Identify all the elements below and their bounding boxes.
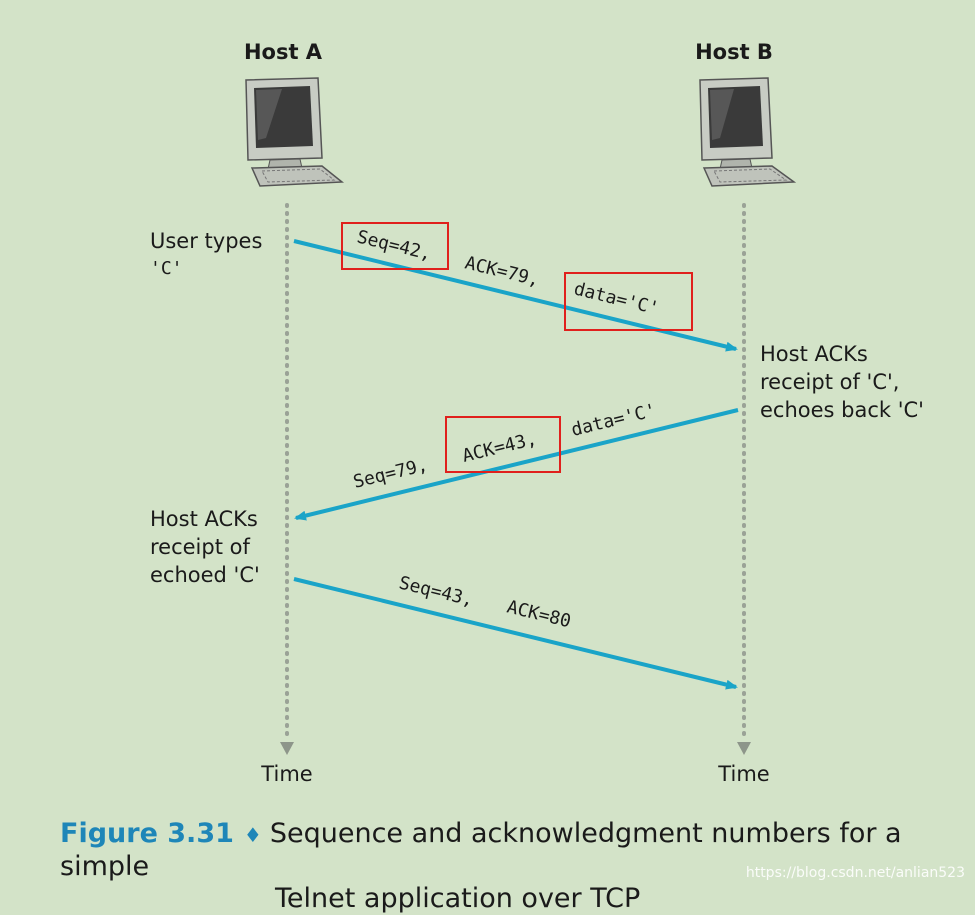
note-user-types-line-2: 'C'	[150, 258, 183, 279]
sequence-diagram: Seq=42, ACK=79, data='C' Seq=79, ACK=43,…	[245, 77, 797, 755]
note-host-a-acks-line-1: Host ACKs	[150, 507, 258, 531]
message-2-arrow	[294, 408, 739, 521]
note-host-a-acks-line-3: echoed 'C'	[150, 563, 260, 587]
host-b-title: Host B	[695, 40, 773, 64]
host-a-time-arrow	[280, 742, 294, 755]
message-3-arrow	[293, 577, 738, 690]
highlight-box-ack-43	[445, 416, 561, 473]
diamond-icon: ♦	[243, 823, 262, 847]
caption-line-2: Telnet application over TCP	[275, 883, 641, 914]
watermark: https://blog.csdn.net/anlian523	[745, 865, 965, 881]
note-host-b-acks-line-1: Host ACKs	[760, 342, 868, 366]
host-b-time-arrow	[737, 742, 751, 755]
host-a-time-label: Time	[261, 762, 313, 786]
highlight-box-seq-42	[341, 222, 449, 270]
caption-line-1: Sequence and acknowledgment numbers for …	[60, 818, 902, 882]
host-a-title: Host A	[243, 40, 323, 64]
host-a-computer-icon	[245, 77, 345, 187]
note-host-a-acks-line-2: receipt of	[150, 535, 250, 559]
note-user-types-line-1: User types	[150, 229, 263, 253]
figure-number: Figure 3.31	[60, 818, 234, 849]
note-host-b-acks: Host ACKs receipt of 'C', echoes back 'C…	[760, 340, 924, 424]
note-host-b-acks-line-3: echoes back 'C'	[760, 398, 924, 422]
note-user-types: User types 'C'	[150, 227, 262, 283]
note-host-a-acks: Host ACKs receipt of echoed 'C'	[150, 505, 260, 589]
note-host-b-acks-line-2: receipt of 'C',	[760, 370, 900, 394]
message-1-arrow	[293, 239, 738, 352]
host-b-time-label: Time	[718, 762, 770, 786]
message-3-ack: ACK=80	[505, 596, 573, 632]
host-b-computer-icon	[699, 77, 797, 187]
highlight-box-data-c	[564, 272, 693, 331]
